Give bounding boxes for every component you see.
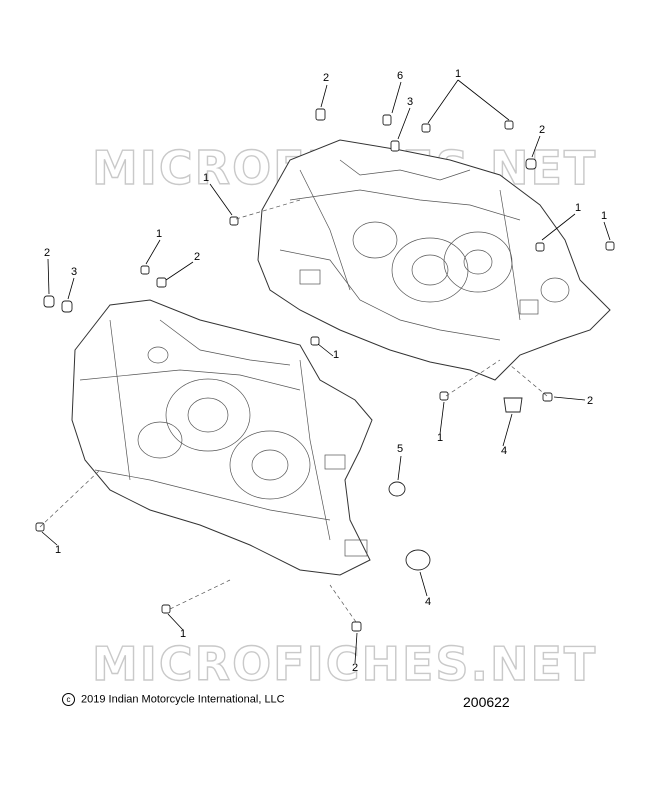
dowel-pin bbox=[315, 108, 326, 121]
callout-label: 3 bbox=[71, 266, 77, 278]
plug bbox=[390, 140, 400, 152]
copyright-text: 2019 Indian Motorcycle International, LL… bbox=[81, 693, 285, 706]
leader-lines bbox=[39, 79, 611, 664]
plug bbox=[61, 300, 73, 313]
copyright-notice: c 2019 Indian Motorcycle International, L… bbox=[62, 693, 285, 706]
callout-label: 1 bbox=[437, 432, 443, 444]
copyright-icon: c bbox=[62, 693, 75, 706]
dowel-pin bbox=[351, 621, 362, 632]
dowel-pin bbox=[605, 241, 615, 251]
callout-label: 2 bbox=[539, 124, 545, 136]
callout-label: 2 bbox=[194, 251, 200, 263]
dowel-pin bbox=[140, 265, 150, 275]
callout-label: 4 bbox=[501, 445, 507, 457]
callout-label: 2 bbox=[352, 662, 358, 674]
callout-label: 4 bbox=[425, 596, 431, 608]
dowel-pin bbox=[535, 242, 545, 252]
callout-label: 1 bbox=[455, 68, 461, 80]
callout-label: 1 bbox=[333, 349, 339, 361]
callout-label: 5 bbox=[397, 443, 403, 455]
dowel-pin bbox=[310, 336, 320, 346]
watermark-bottom: MICROFICHES.NET bbox=[92, 637, 597, 691]
figure-id: 200622 bbox=[463, 694, 510, 710]
callout-label: 1 bbox=[180, 628, 186, 640]
callout-label: 1 bbox=[575, 202, 581, 214]
small-parts bbox=[35, 108, 615, 632]
plug bbox=[156, 277, 167, 288]
plug bbox=[525, 158, 537, 170]
callout-label: 1 bbox=[156, 228, 162, 240]
callout-numbers: 2 6 3 1 2 1 1 1 1 2 3 1 2 1 2 1 4 5 1 4 … bbox=[44, 68, 607, 674]
seal bbox=[503, 397, 523, 413]
dowel-pin bbox=[439, 391, 449, 401]
callout-label: 2 bbox=[44, 247, 50, 259]
callout-label: 1 bbox=[601, 210, 607, 222]
dowel-pin bbox=[504, 120, 514, 130]
plug bbox=[382, 114, 392, 126]
callout-label: 2 bbox=[587, 395, 593, 407]
callout-label: 2 bbox=[323, 72, 329, 84]
seal bbox=[405, 549, 431, 571]
dowel-pin bbox=[161, 604, 171, 614]
callout-label: 1 bbox=[55, 544, 61, 556]
seal bbox=[388, 481, 406, 497]
crankcase-half-right bbox=[257, 139, 611, 381]
crankcase-half-left bbox=[71, 299, 373, 576]
callout-label: 6 bbox=[397, 70, 403, 82]
dowel-pin bbox=[542, 392, 553, 402]
dowel-pin bbox=[421, 123, 431, 133]
dowel-pin bbox=[229, 216, 239, 226]
callout-label: 3 bbox=[407, 96, 413, 108]
plug bbox=[43, 295, 55, 308]
callout-label: 1 bbox=[203, 172, 209, 184]
